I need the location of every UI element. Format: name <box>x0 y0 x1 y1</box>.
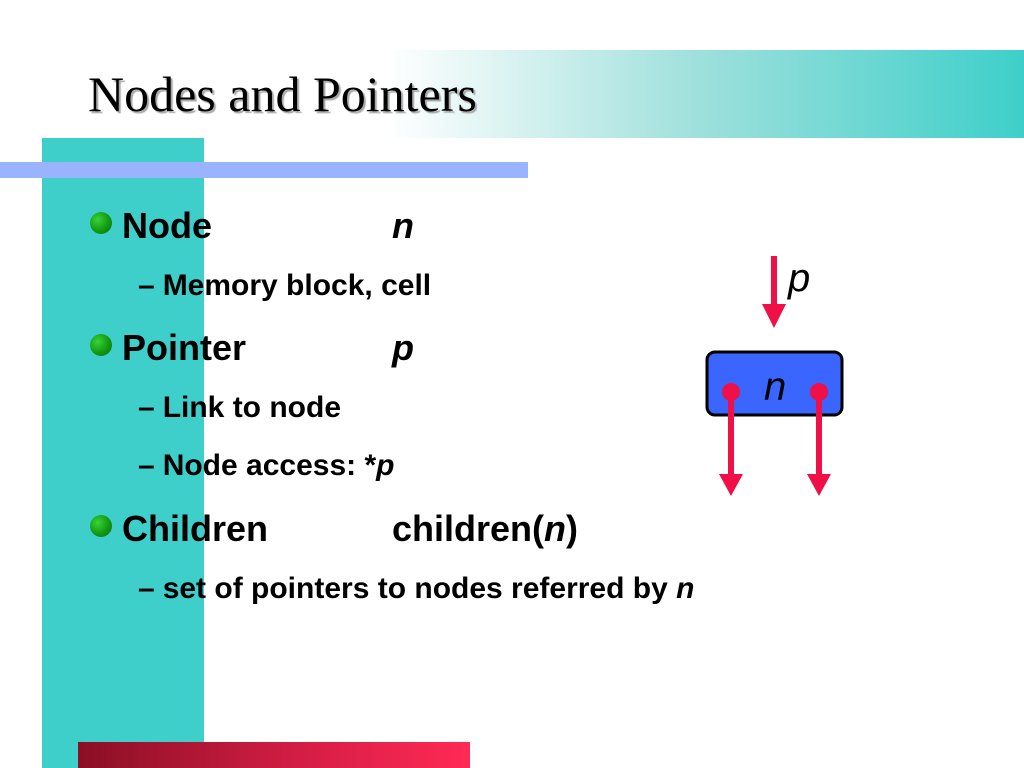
sub-bullet-text: Memory block, cell <box>162 269 432 302</box>
sub-bullet-text: Link to node <box>162 391 342 424</box>
bullet-symbol: p <box>392 327 414 368</box>
incoming-pointer-arrowhead <box>762 304 786 328</box>
sub-bullet-text: set of pointers to nodes referred by <box>162 572 677 605</box>
bullet-term: Node <box>122 205 212 246</box>
dash-icon: – <box>138 269 155 302</box>
sub-bullet-italic: p <box>376 449 395 482</box>
bullet-term: Children <box>122 508 269 549</box>
teal-side-column <box>42 138 204 768</box>
node-label: n <box>764 365 787 409</box>
title-underline-bar <box>0 162 528 178</box>
sub-bullet-memory-block: –Memory block, cell <box>138 267 431 305</box>
title-gradient-band <box>0 50 1024 138</box>
sub-bullet-italic: n <box>676 572 695 605</box>
slide-title: Nodes and Pointers <box>88 66 477 122</box>
bullet-dot-icon <box>90 212 112 234</box>
bullet-symbol: n <box>392 205 414 246</box>
node-box <box>705 350 844 417</box>
sub-bullet-text: Node access: * <box>162 449 377 482</box>
footer-red-bar <box>78 742 470 768</box>
bullet-pointer: Pointer p <box>90 326 414 370</box>
node-pointer-diagram: p n <box>680 240 900 510</box>
pointer-label: p <box>788 256 811 300</box>
sub-bullet-set-of-pointers: –set of pointers to nodes referred by n <box>138 570 694 608</box>
child-pointer-arrowhead-right <box>807 474 831 496</box>
bullet-symbol: n <box>544 508 567 549</box>
bullet-symbol-suffix: ) <box>566 508 579 549</box>
sub-bullet-link-to-node: –Link to node <box>138 389 341 427</box>
bullet-dot-icon <box>90 334 112 356</box>
bullet-dot-icon <box>90 515 112 537</box>
node-diagram-svg <box>705 256 844 496</box>
bullet-term: Pointer <box>122 327 247 368</box>
child-pointer-arrowhead-left <box>719 474 743 496</box>
dash-icon: – <box>138 391 155 424</box>
bullet-children: Children children(n) <box>90 507 578 551</box>
bullet-symbol-prefix: children( <box>392 508 545 549</box>
dash-icon: – <box>138 572 155 605</box>
sub-bullet-node-access: –Node access: *p <box>138 447 394 485</box>
dash-icon: – <box>138 449 155 482</box>
bullet-node: Node n <box>90 204 414 248</box>
